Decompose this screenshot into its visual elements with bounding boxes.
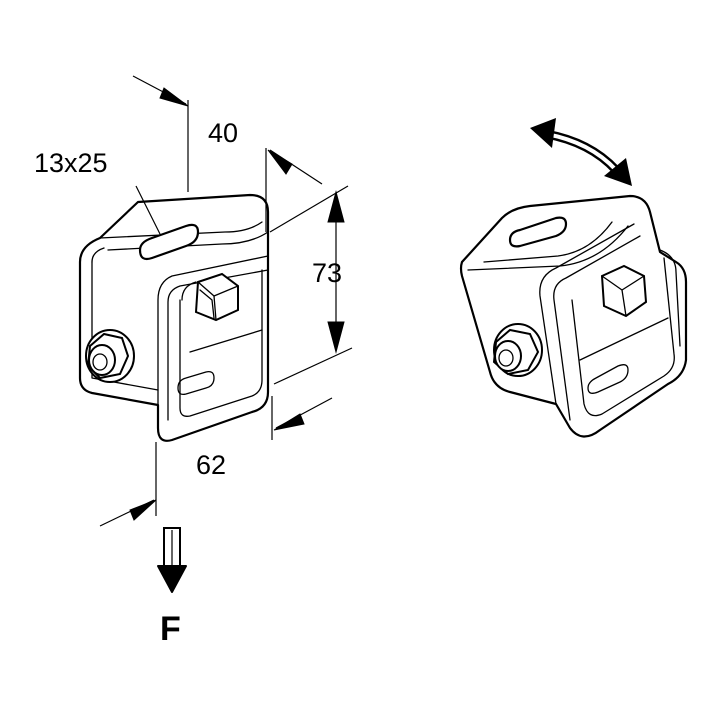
bracket-right-bolt-head bbox=[600, 264, 648, 318]
bracket-right-lower-slot bbox=[587, 364, 629, 394]
bracket-left-bolt-head bbox=[194, 272, 239, 322]
dimension-lines bbox=[99, 75, 353, 527]
dimension-width-label: 40 bbox=[208, 118, 238, 148]
curved-double-arrow-icon bbox=[530, 118, 632, 186]
bracket-right bbox=[459, 194, 688, 438]
bracket-left bbox=[78, 193, 270, 442]
bracket-left-side-nut bbox=[85, 329, 135, 383]
dimension-slot-label: 13x25 bbox=[34, 148, 108, 178]
bracket-left-body bbox=[78, 193, 270, 442]
dimension-height-label: 73 bbox=[312, 258, 342, 288]
down-arrow-icon bbox=[157, 527, 187, 593]
bracket-left-top-slot bbox=[138, 223, 200, 261]
force-label: F bbox=[160, 610, 181, 648]
bracket-right-side-nut bbox=[492, 323, 543, 377]
dimension-depth-label: 62 bbox=[196, 450, 226, 480]
bracket-left-lower-slot bbox=[177, 370, 215, 396]
bracket-right-top-slot bbox=[508, 216, 568, 248]
